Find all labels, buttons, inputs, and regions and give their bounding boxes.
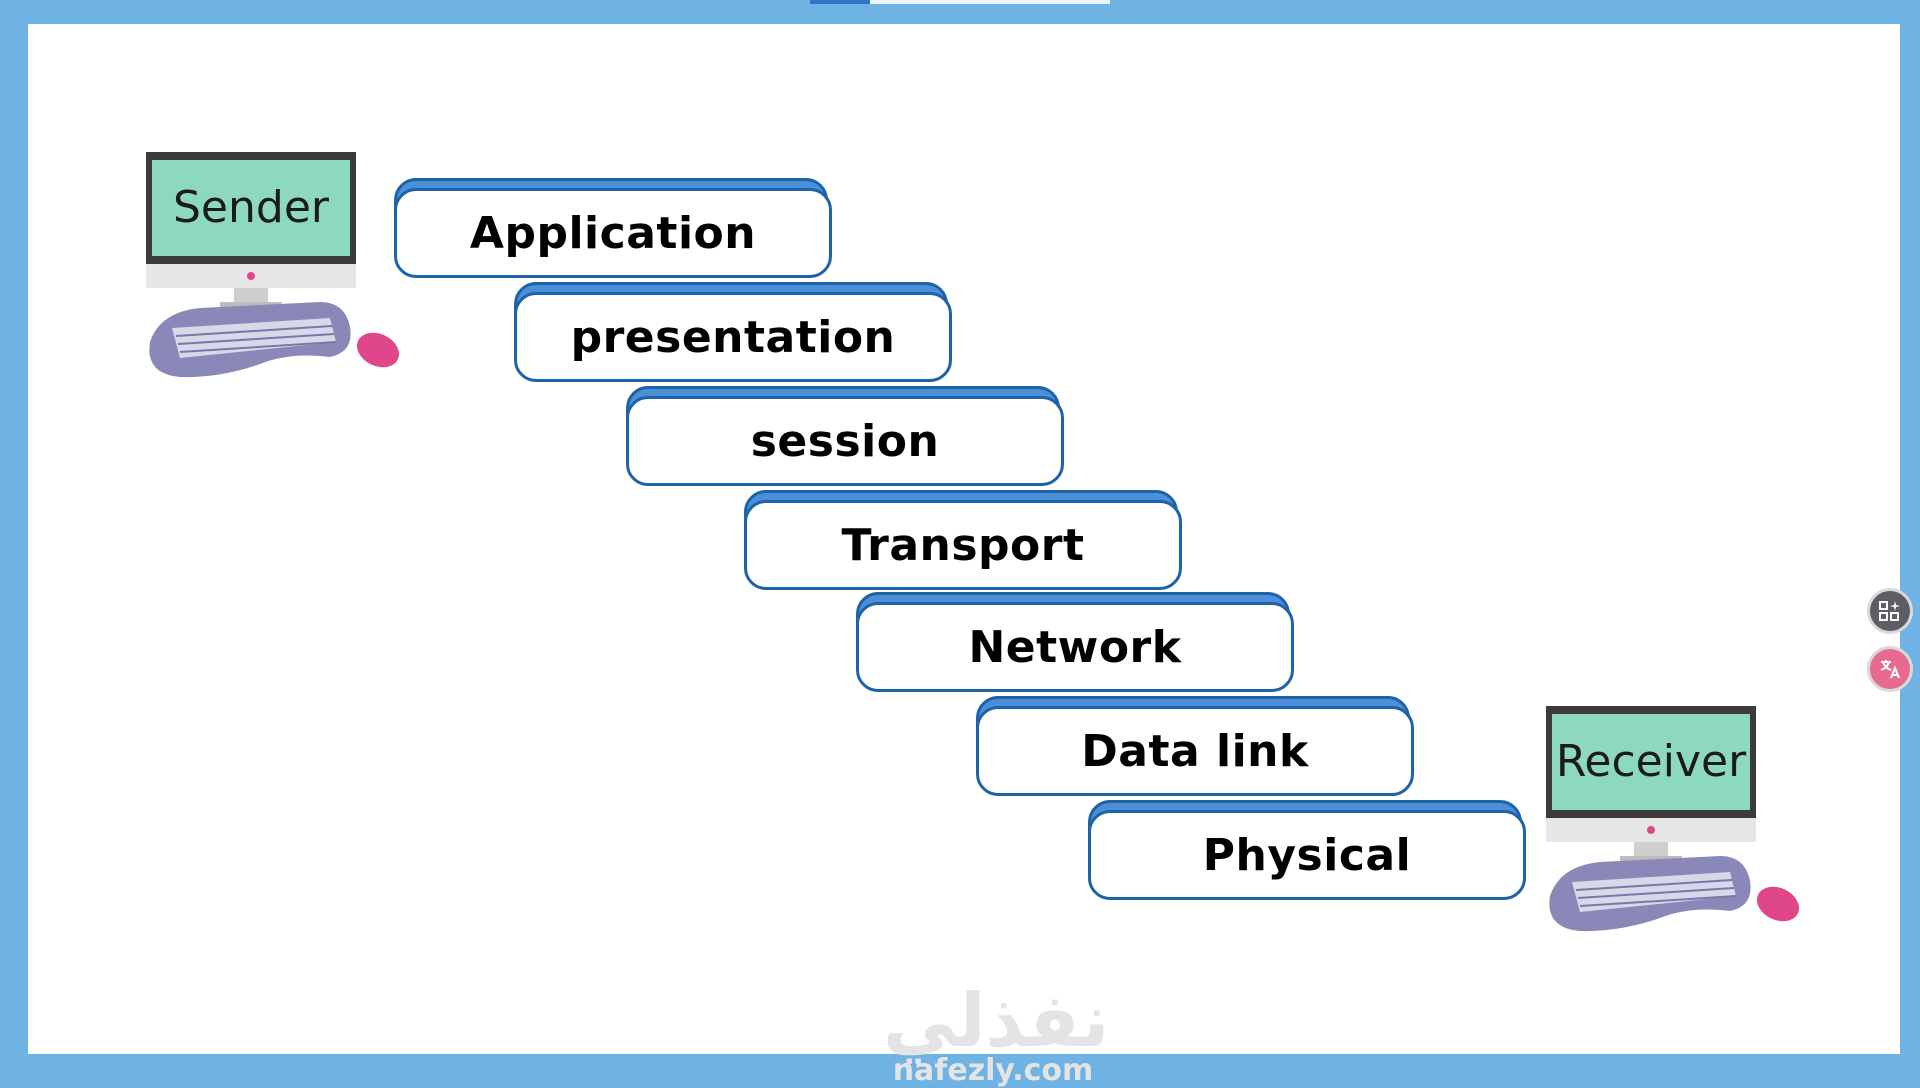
sender-label: Sender [173,182,330,233]
layer-network-box: Network [856,602,1294,692]
layer-physical-label: Physical [1202,829,1412,881]
top-progress-track [810,0,1110,4]
layer-physical: Physical [1088,800,1526,900]
receiver-monitor-neck [1634,842,1668,858]
layer-application-label: Application [469,207,757,259]
sender-mouse [356,332,400,368]
slide-canvas: Sender Application presentation session … [28,24,1900,1088]
layer-application: Application [394,178,832,278]
layer-data-link-label: Data link [1081,725,1309,777]
watermark-latin: nafezly.com [892,1053,1094,1088]
layer-network-label: Network [968,621,1182,673]
layer-application-box: Application [394,188,832,278]
layer-physical-box: Physical [1088,810,1526,900]
layer-presentation-box: presentation [514,292,952,382]
translate-button[interactable] [1867,646,1913,692]
layer-network: Network [856,592,1294,692]
layer-data-link-box: Data link [976,706,1414,796]
top-progress-segment [810,0,870,4]
watermark: نفذلي nafezly.com [883,978,1110,1088]
sender-keyboard-rows [175,325,337,353]
layer-presentation-label: presentation [570,311,896,363]
layer-session-label: session [750,415,940,467]
sender-monitor-screen [152,160,350,256]
receiver-label: Receiver [1556,736,1747,787]
layer-transport-box: Transport [744,500,1182,590]
receiver-mouse [1756,886,1800,922]
layer-session-box: session [626,396,1064,486]
receiver-keyboard-rows [1575,879,1737,907]
layer-presentation: presentation [514,282,952,382]
side-tools-button[interactable] [1867,588,1913,634]
layer-session: session [626,386,1064,486]
sender-power-led [247,272,255,280]
layer-transport: Transport [744,490,1182,590]
receiver-computer-illustration: Receiver [1546,706,1800,932]
watermark-arabic: نفذلي [883,978,1110,1064]
sender-computer-illustration: Sender [146,152,400,378]
sender-computer: Sender [140,152,410,406]
layer-transport-label: Transport [841,519,1085,571]
grid-sparkle-icon [1879,601,1900,621]
receiver-monitor-screen [1552,714,1750,810]
sender-monitor-neck [234,288,268,304]
receiver-power-led [1647,826,1655,834]
layer-data-link: Data link [976,696,1414,796]
receiver-computer: Receiver [1540,706,1810,960]
translate-icon [1880,660,1900,679]
